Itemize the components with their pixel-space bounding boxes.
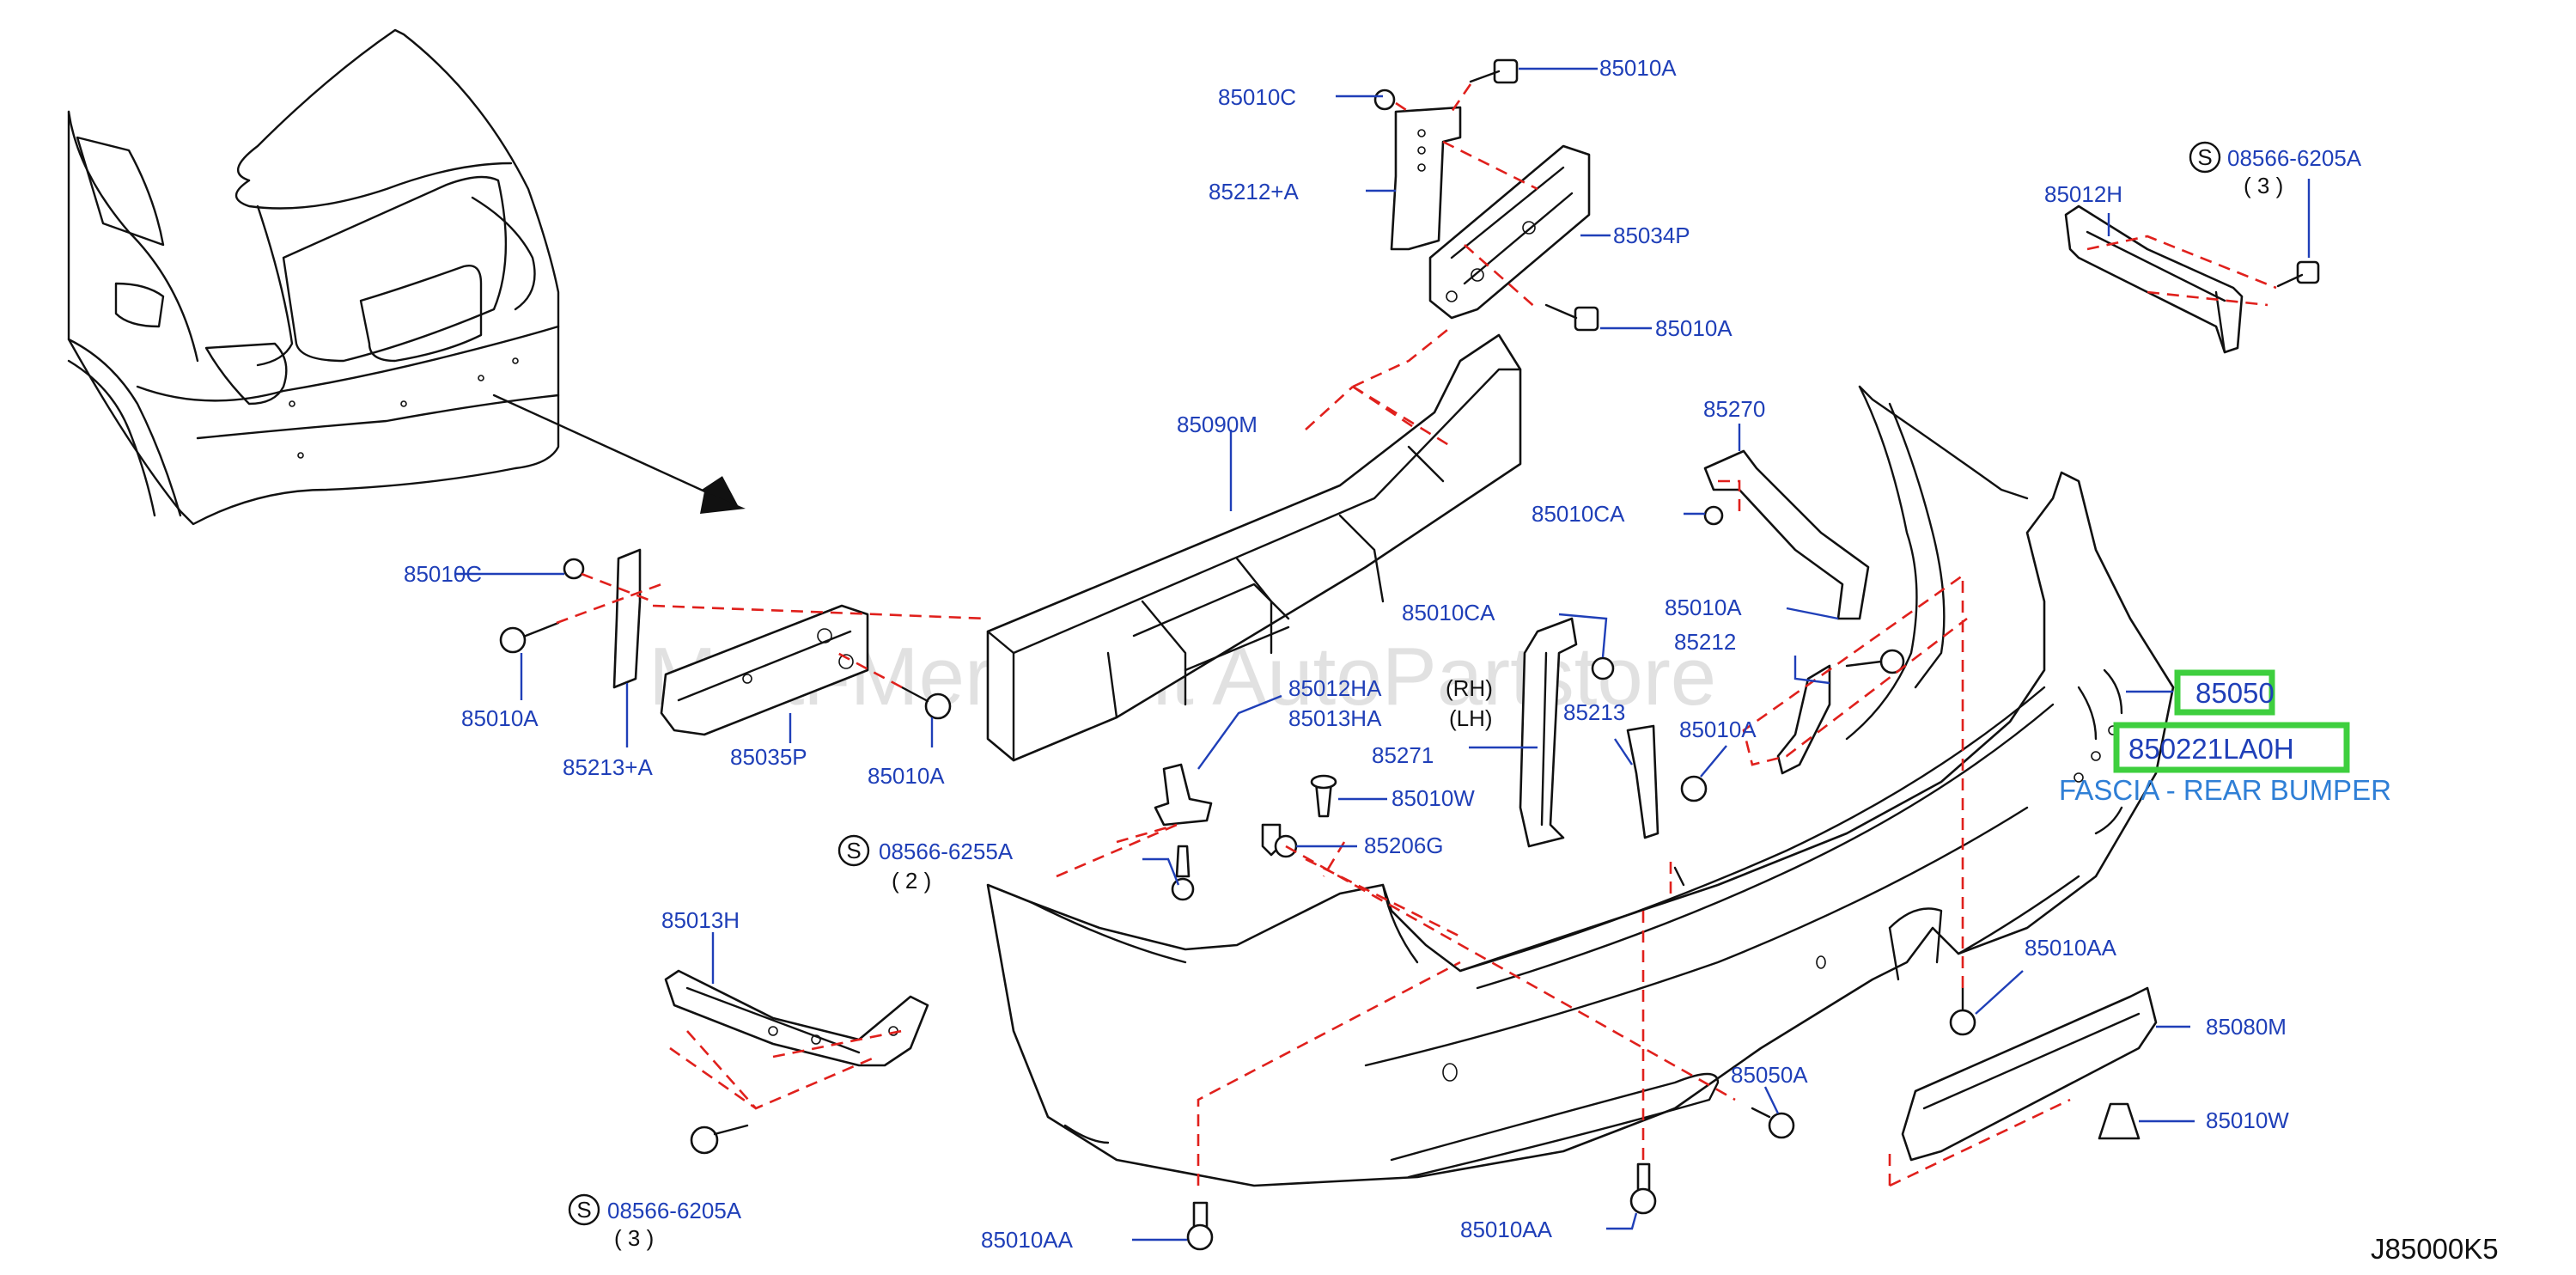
dashed-guide-main (1056, 573, 2071, 1187)
dashed-guide-85012h (2086, 235, 2277, 307)
label-85010a-left[interactable]: 85010A (461, 705, 539, 731)
clip-85010w-upper (1310, 774, 1337, 818)
bracket-85213a (612, 548, 642, 689)
vehicle-sketch (67, 28, 746, 526)
bolt-85010a-left2 (900, 686, 952, 720)
bolt-85010a-top (1373, 58, 1519, 111)
screw-s08566-6255a (1171, 845, 1195, 901)
dashed-guide-85013h (669, 1029, 903, 1110)
label-85212[interactable]: 85212 (1674, 629, 1736, 655)
s-symbol-top: S (2189, 141, 2221, 174)
label-85213a[interactable]: 85213+A (563, 754, 653, 780)
label-85010aa-mid[interactable]: 85010AA (1460, 1217, 1553, 1242)
reinforcement-85034p (1428, 144, 1591, 320)
reinforcement-85035p (660, 604, 869, 736)
label-s08566-6205a-bottom[interactable]: 08566-6205A (607, 1198, 742, 1223)
label-85080m[interactable]: 85080M (2206, 1014, 2287, 1040)
bracket-85212a (1390, 106, 1462, 251)
nut-85010ca-upper (1703, 505, 1724, 526)
clip-85010a (1680, 775, 1708, 802)
label-85090m[interactable]: 85090M (1177, 412, 1258, 437)
s-symbol-bottom: S (568, 1193, 600, 1226)
label-85034p[interactable]: 85034P (1613, 223, 1690, 248)
bolt-85010aa-right (1949, 986, 1976, 1036)
label-85010a-rh[interactable]: 85010A (1665, 595, 1742, 620)
label-85212a[interactable]: 85212+A (1209, 179, 1299, 204)
finisher-85080m (1901, 986, 2158, 1162)
label-lh: (LH) (1449, 705, 1493, 731)
nut-85010c-left (563, 558, 585, 580)
dashed-guide-85270 (1718, 479, 1741, 515)
label-85013ha[interactable]: 85013HA (1288, 705, 1382, 731)
screw-s08566-bottom (690, 1124, 749, 1155)
clip-85012ha (1154, 763, 1213, 827)
label-part-number[interactable]: 850221LA0H (2128, 733, 2294, 765)
grommet-85206g (1261, 823, 1298, 858)
bracket-85271 (1519, 617, 1578, 848)
label-85010ca-lower[interactable]: 85010CA (1402, 600, 1495, 625)
label-85012h[interactable]: 85012H (2044, 181, 2122, 207)
label-qty-3-bottom: ( 3 ) (614, 1225, 654, 1251)
svg-text:S: S (576, 1197, 591, 1223)
label-85010a-clip[interactable]: 85010A (1679, 717, 1757, 742)
s-symbol-mid: S (837, 834, 870, 867)
dashed-guide-top (1352, 83, 1538, 448)
label-85206g[interactable]: 85206G (1364, 833, 1444, 858)
clip-85010w-lower (2098, 1102, 2141, 1140)
bracket-85013h (664, 969, 929, 1067)
label-rh: (RH) (1446, 675, 1493, 701)
bracket-85012h (2064, 204, 2244, 354)
label-85213[interactable]: 85213 (1563, 699, 1625, 725)
label-85050[interactable]: 85050 (2195, 677, 2275, 709)
label-s08566-6255a[interactable]: 08566-6255A (879, 839, 1014, 864)
label-part-description: FASCIA - REAR BUMPER (2059, 774, 2391, 806)
bolt-85010a-rh (1845, 649, 1905, 674)
label-s08566-6205a-top[interactable]: 08566-6205A (2227, 145, 2362, 171)
leader-lines (455, 67, 2311, 1241)
svg-text:S: S (2197, 144, 2212, 170)
label-85010ca-upper[interactable]: 85010CA (1532, 501, 1625, 527)
label-85271[interactable]: 85271 (1372, 742, 1434, 768)
label-85010w-lower[interactable]: 85010W (2206, 1107, 2289, 1133)
label-85010w-upper[interactable]: 85010W (1392, 785, 1475, 811)
bolt-85010aa-mid (1629, 1162, 1657, 1215)
label-85010aa-right[interactable]: 85010AA (2025, 935, 2117, 961)
dashed-guide-absorber (1305, 385, 1452, 448)
label-85010a-mid[interactable]: 85010A (1655, 315, 1733, 341)
bolt-85010aa-left (1186, 1201, 1214, 1251)
label-85013h[interactable]: 85013H (661, 907, 740, 933)
bolt-85010a-left (499, 621, 560, 654)
bracket-85213 (1626, 724, 1659, 839)
label-85010a-left2[interactable]: 85010A (868, 763, 945, 789)
absorber-85090m (986, 333, 1522, 762)
label-qty-3-top: ( 3 ) (2244, 173, 2283, 198)
label-85050a[interactable]: 85050A (1731, 1062, 1808, 1088)
svg-text:S: S (846, 838, 861, 863)
label-85012ha[interactable]: 85012HA (1288, 675, 1382, 701)
fascia-85050 (986, 385, 2175, 1187)
bracket-85212 (1776, 664, 1831, 775)
nut-85010ca-lower (1591, 656, 1615, 680)
drawing-code: J85000K5 (2371, 1233, 2499, 1265)
label-85010c-top[interactable]: 85010C (1218, 84, 1296, 110)
label-85035p[interactable]: 85035P (730, 744, 807, 770)
label-85010aa-left[interactable]: 85010AA (981, 1227, 1074, 1253)
bolt-85050a (1751, 1107, 1795, 1139)
highlight-box-85050 (2174, 669, 2275, 716)
label-85010c-left[interactable]: 85010C (404, 561, 482, 587)
label-85010a-top[interactable]: 85010A (1599, 55, 1677, 81)
screw-s08566-top (2276, 260, 2320, 288)
bolt-85010a-mid (1544, 303, 1599, 332)
stay-85270 (1703, 449, 1870, 620)
label-85270[interactable]: 85270 (1703, 396, 1765, 422)
label-qty-2: ( 2 ) (892, 868, 931, 894)
highlight-box-part-number (2113, 722, 2350, 773)
